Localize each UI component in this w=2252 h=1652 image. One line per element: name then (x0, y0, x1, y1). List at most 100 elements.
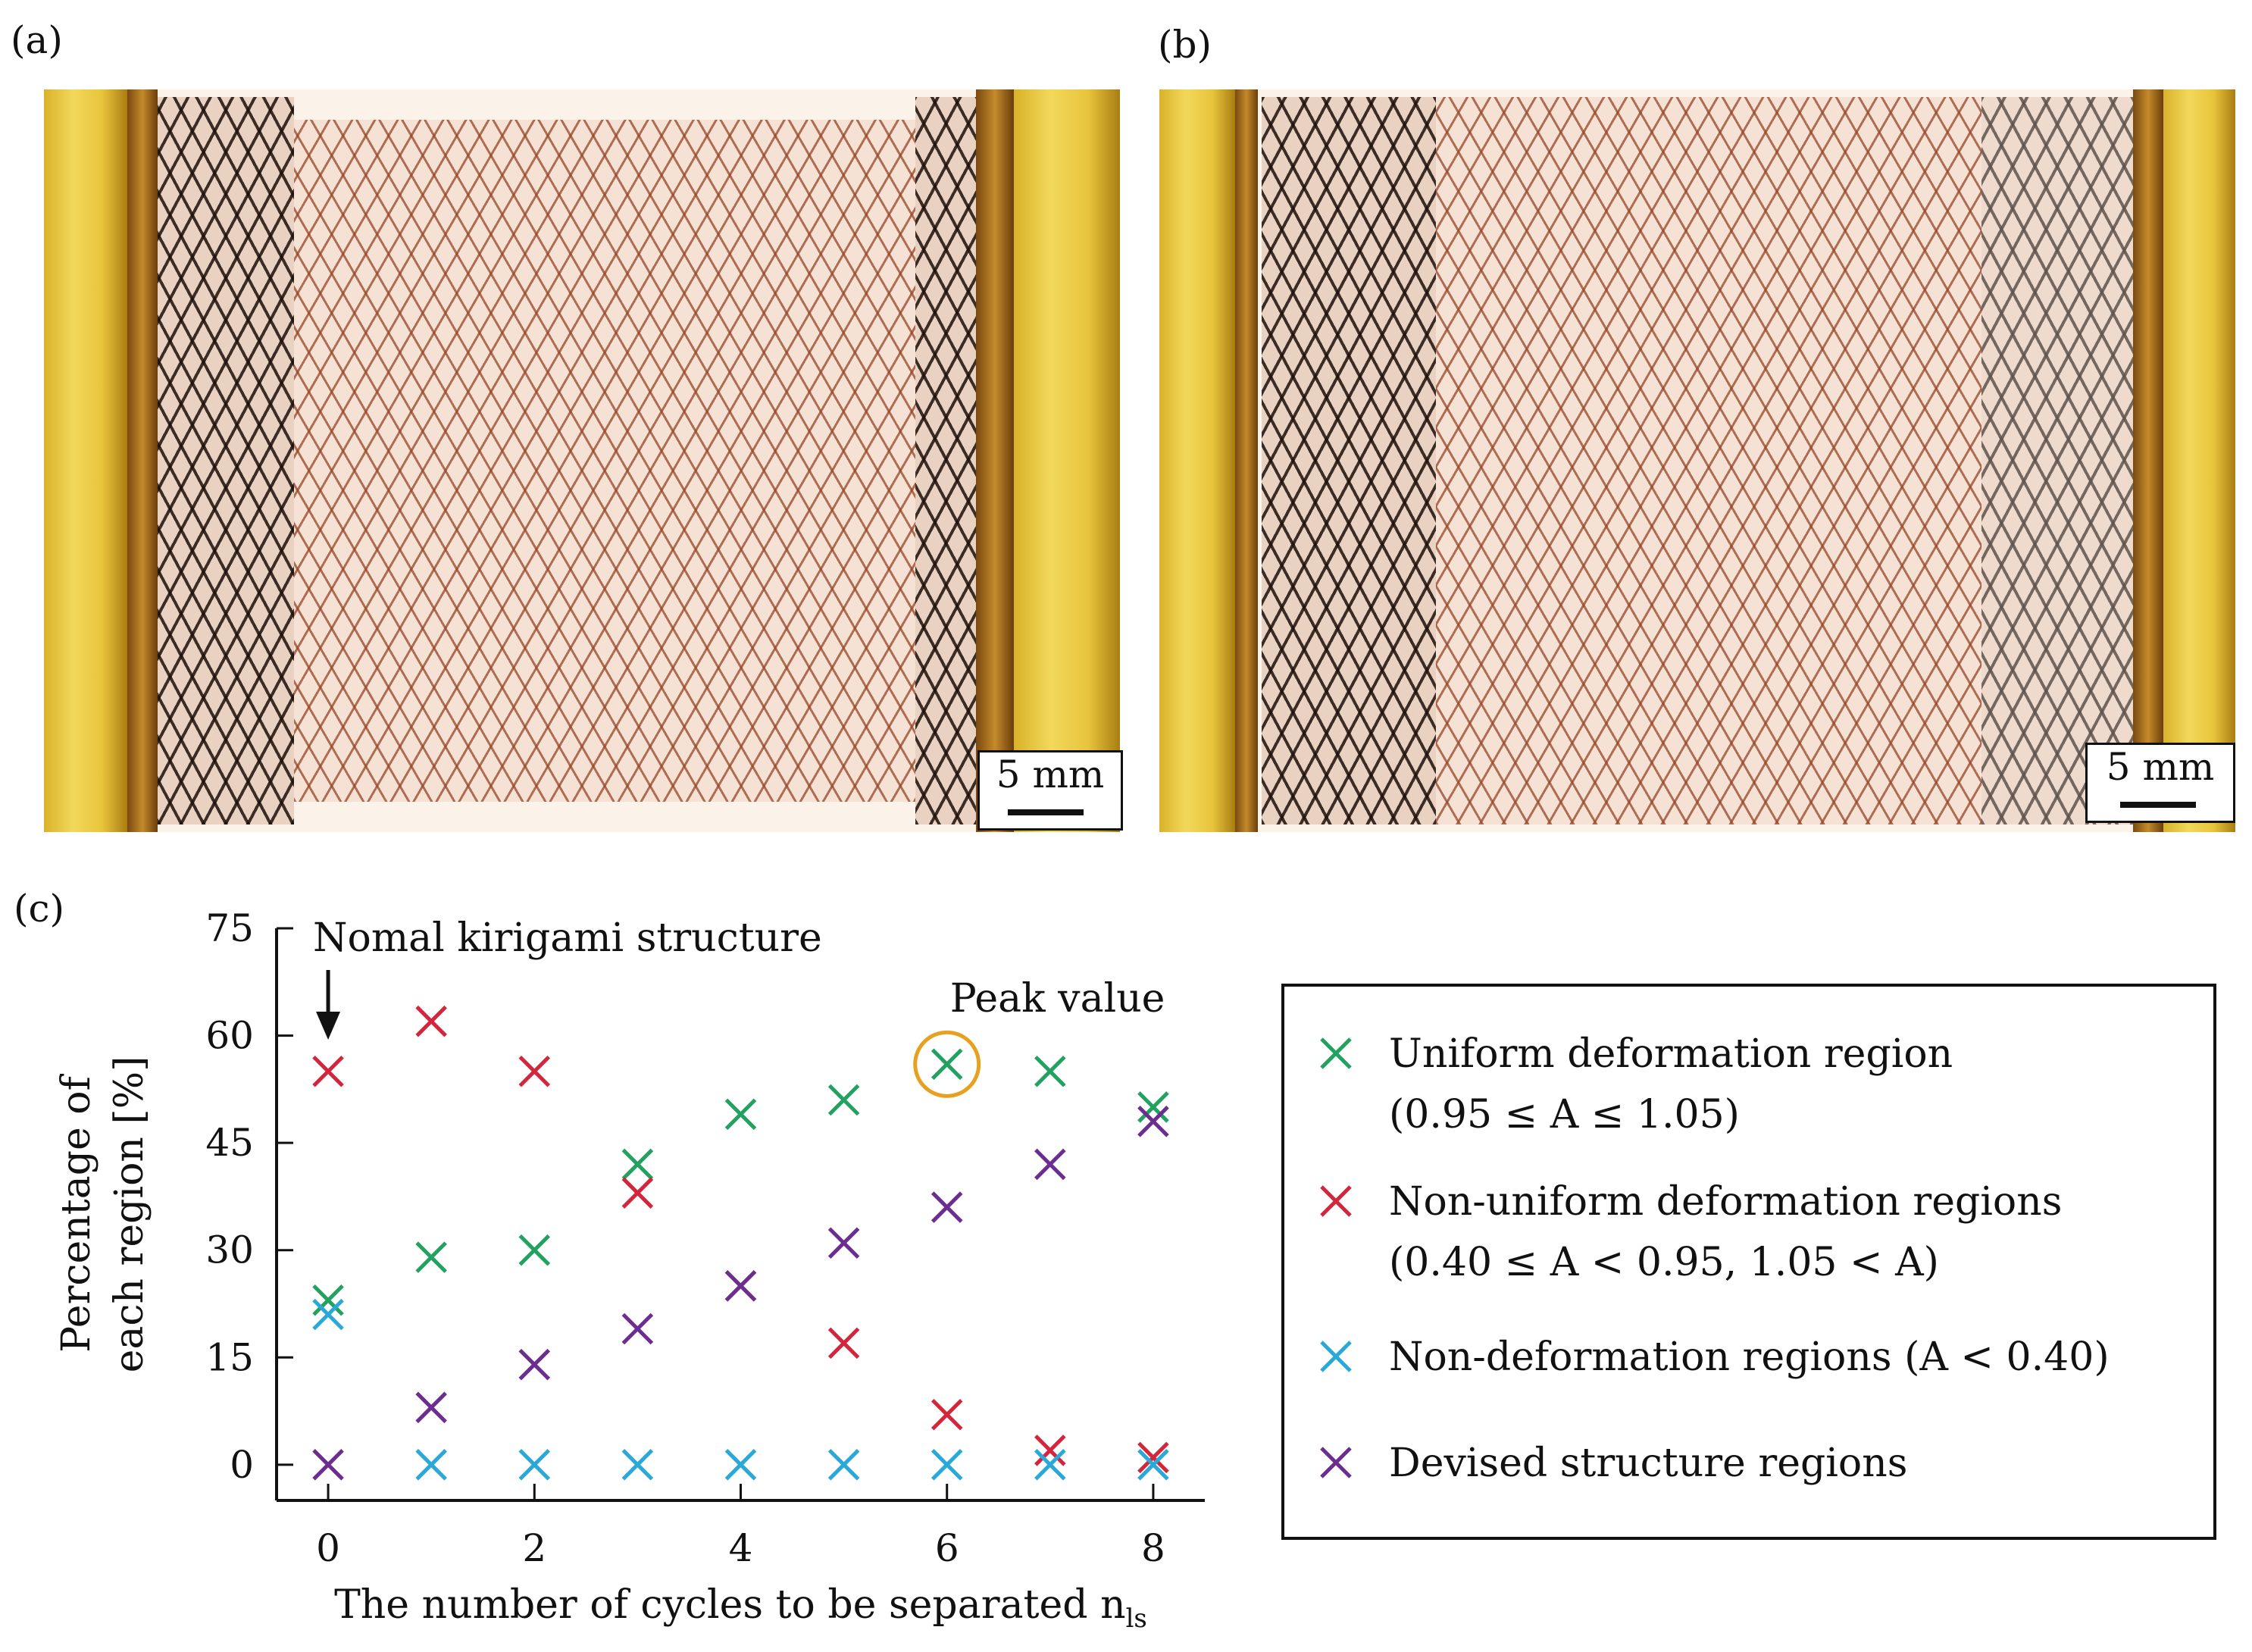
panel-a-scale-bar (1008, 809, 1084, 815)
cross-stroke (1137, 1091, 1169, 1123)
cross-stroke (518, 1234, 551, 1266)
point-non-deformation (415, 1449, 447, 1481)
cross-stroke (1034, 1435, 1066, 1466)
y-tick-label: 0 (230, 1443, 254, 1487)
legend-label-non-deformation: Non-deformation regions (A < 0.40) (1389, 1334, 2110, 1380)
cross-stroke (621, 1313, 654, 1345)
point-uniform (621, 1148, 654, 1181)
right-clamp (1014, 89, 1120, 832)
cross-stroke (724, 1270, 757, 1302)
kirigami-mesh (1436, 97, 1981, 824)
cross-stroke (827, 1327, 860, 1359)
panel-c-label: (c) (14, 887, 65, 931)
cross-stroke (312, 1284, 344, 1316)
legend-sublabel-uniform: (0.95 ≤ A ≤ 1.05) (1389, 1092, 1740, 1137)
point-devised (724, 1270, 757, 1302)
panel-a-label: (a) (11, 18, 63, 62)
point-non-uniform (518, 1055, 551, 1087)
point-non-deformation (827, 1449, 860, 1481)
point-uniform (724, 1098, 757, 1131)
peak-circle (913, 1030, 981, 1098)
panel-b-scale-box: 5 mm (2085, 743, 2235, 823)
cross-stroke (312, 1055, 344, 1087)
point-devised (518, 1348, 551, 1381)
left-clamp (44, 89, 127, 832)
point-devised (312, 1449, 344, 1481)
cross-stroke (415, 1005, 447, 1037)
right-clamp-edge (976, 89, 1014, 832)
panel-b-photo (1159, 89, 2235, 832)
cross-stroke (518, 1348, 551, 1381)
cross-stroke (1137, 1441, 1169, 1474)
x-tick-label: 2 (522, 1526, 546, 1570)
cross-stroke (312, 1449, 344, 1481)
y-axis-label-line2: each region [%] (107, 1056, 152, 1373)
left-clamp-edge (1235, 89, 1258, 832)
point-non-deformation (931, 1449, 963, 1481)
cross-stroke (621, 1148, 654, 1181)
cross-stroke (415, 1449, 447, 1481)
mesh-right-open (1981, 97, 2133, 824)
panel-a-scale-label: 5 mm (996, 752, 1105, 796)
y-tick-label: 30 (205, 1228, 254, 1272)
point-uniform (931, 1048, 963, 1081)
point-uniform (827, 1084, 860, 1116)
y-tick-label: 60 (205, 1014, 254, 1058)
legend-marker-uniform (1320, 1037, 1352, 1069)
cross-stroke (415, 1241, 447, 1273)
point-devised (1137, 1106, 1169, 1137)
right-clamp (2163, 89, 2235, 832)
chart-marks (312, 1005, 1169, 1481)
point-devised (415, 1391, 447, 1424)
cross-stroke (518, 1449, 551, 1481)
cross-stroke (827, 1227, 860, 1259)
cross-stroke (827, 1449, 860, 1481)
point-non-deformation (518, 1449, 551, 1481)
cross-stroke (1320, 1037, 1352, 1069)
legend-label-uniform: Uniform deformation region (1389, 1031, 1953, 1077)
left-clamp-edge (127, 89, 158, 832)
cross-stroke (827, 1084, 860, 1116)
y-axis-label-line1: Percentage of (54, 1073, 99, 1352)
point-non-uniform (621, 1177, 654, 1209)
point-uniform (518, 1234, 551, 1266)
legend-box (1281, 984, 2216, 1540)
annotation-normal-kirigami: Nomal kirigami structure (313, 915, 822, 961)
cross-stroke (1034, 1055, 1066, 1087)
cross-stroke (1137, 1106, 1169, 1137)
y-tick-label: 15 (205, 1335, 254, 1379)
cross-stroke (1137, 1449, 1169, 1481)
point-non-uniform (827, 1327, 860, 1359)
cross-stroke (724, 1098, 757, 1131)
chart-legend: Uniform deformation region (0.95 ≤ A ≤ 1.… (1281, 984, 2216, 1540)
x-tick-label: 0 (316, 1526, 340, 1570)
point-non-uniform (1137, 1441, 1169, 1474)
cross-stroke (621, 1177, 654, 1209)
x-tick-label: 8 (1141, 1526, 1165, 1570)
point-non-uniform (312, 1055, 344, 1087)
cross-stroke (1034, 1148, 1066, 1181)
point-non-uniform (415, 1005, 447, 1037)
point-non-uniform (1034, 1435, 1066, 1466)
mesh-left-open (1262, 97, 1436, 824)
cross-stroke (931, 1048, 963, 1081)
point-devised (1034, 1148, 1066, 1181)
cross-stroke (1320, 1185, 1352, 1217)
panel-b-scale-label: 5 mm (2106, 745, 2215, 789)
x-axis-label: The number of cycles to be separated nls (334, 1582, 1147, 1634)
cross-stroke (312, 1298, 344, 1331)
point-non-uniform (931, 1398, 963, 1431)
mesh-left-dark (158, 97, 294, 824)
panel-a-photo (44, 89, 1120, 832)
point-non-deformation (1034, 1449, 1066, 1481)
legend-label-non-uniform: Non-uniform deformation regions (1389, 1179, 2062, 1225)
panel-b-scale-bar (2120, 802, 2196, 808)
point-devised (931, 1191, 963, 1223)
point-non-deformation (312, 1298, 344, 1331)
y-tick-label: 45 (205, 1121, 254, 1165)
cross-stroke (931, 1449, 963, 1481)
point-non-deformation (724, 1449, 757, 1481)
point-non-deformation (621, 1449, 654, 1481)
